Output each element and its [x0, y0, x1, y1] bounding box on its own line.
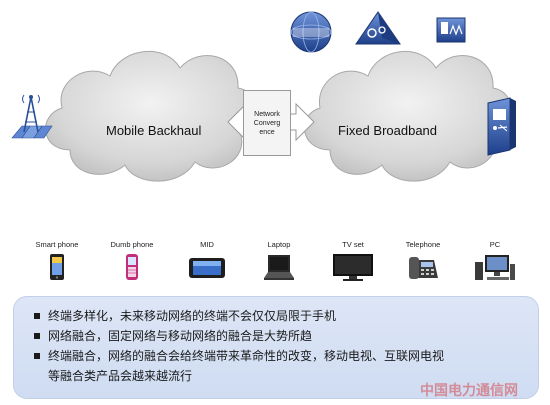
device-label: Dumb phone [110, 240, 154, 249]
telephone-icon [409, 257, 438, 279]
device-pc: PC [460, 240, 530, 282]
mid-device-icon [189, 258, 225, 278]
device-laptop: Laptop [244, 240, 314, 282]
bullet-item: 终端融合，网络的融合会给终端带来革命性的改变，移动电视、互联网电视 [32, 346, 532, 366]
fixed-broadband-label: Fixed Broadband [338, 123, 438, 138]
summary-bullets: 终端多样化，未来移动网络的终端不会仅仅局限于手机 网络融合，固定网络与移动网络的… [32, 306, 532, 386]
bullet-square-icon [34, 333, 40, 339]
device-label: MID [200, 240, 214, 249]
bullet-item: 终端多样化，未来移动网络的终端不会仅仅局限于手机 [32, 306, 532, 326]
olt-device-icon [487, 97, 516, 156]
watermark-text: 中国电力通信网 [420, 383, 518, 399]
cell-tower-icon [11, 94, 53, 139]
network-diagram [11, 11, 516, 182]
bullet-square-icon [34, 353, 40, 359]
device-dumb-phone: Dumb phone [97, 240, 167, 282]
tv-icon [333, 254, 373, 281]
device-mid: MID [172, 240, 242, 282]
device-smartphone: Smart phone [22, 240, 92, 282]
mobile-backhaul-cloud [45, 50, 257, 182]
bullet-item-continuation: 等融合类产品会越来越流行 [48, 369, 193, 383]
device-label: TV set [342, 240, 364, 249]
network-convergence-box: Network Converg ence [243, 90, 291, 156]
mobile-backhaul-label: Mobile Backhaul [106, 123, 202, 138]
pc-icon [475, 255, 515, 280]
bullet-item: 网络融合，固定网络与移动网络的融合是大势所趋 [32, 326, 532, 346]
device-label: PC [489, 240, 501, 249]
dumb-phone-icon [126, 254, 138, 280]
summary-panel [13, 296, 539, 399]
device-telephone: Telephone [388, 240, 458, 282]
access-device-icon [436, 17, 466, 43]
smartphone-icon [50, 254, 64, 280]
device-label: Telephone [405, 240, 441, 249]
device-label: Laptop [267, 240, 291, 249]
bullet-square-icon [34, 313, 40, 319]
device-label: Smart phone [35, 240, 79, 249]
internet-globe-icon [290, 11, 332, 53]
device-tv: TV set [318, 240, 388, 282]
laptop-icon [264, 255, 294, 280]
gear-pyramid-icon [355, 11, 401, 45]
network-convergence-label: Network Converg ence [253, 110, 281, 136]
fixed-broadband-cloud [304, 50, 512, 182]
